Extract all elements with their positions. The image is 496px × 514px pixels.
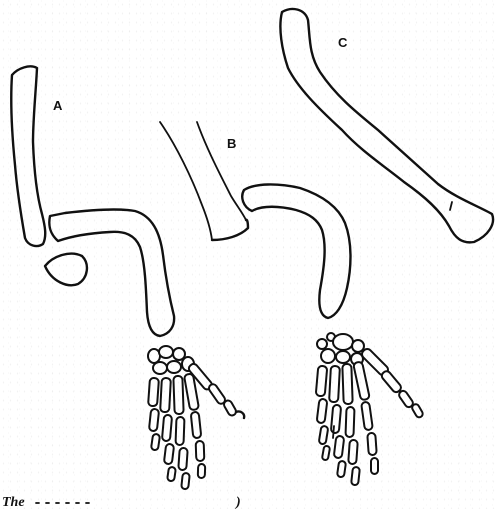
specimen-b-curved-bone bbox=[242, 184, 350, 318]
specimen-a-upper-bone bbox=[11, 66, 45, 246]
phalanx-bone bbox=[342, 364, 352, 404]
phalanx-bone bbox=[334, 436, 345, 459]
carpal-bone bbox=[159, 346, 173, 358]
phalanx-bone bbox=[198, 464, 205, 478]
phalanx-bone bbox=[181, 473, 190, 490]
carpal-bone bbox=[167, 361, 181, 373]
hand-left-digit-1 bbox=[148, 378, 160, 451]
phalanx-bone bbox=[149, 409, 159, 432]
phalanx-bone bbox=[148, 378, 159, 407]
phalanx-bone bbox=[351, 467, 360, 486]
specimen-c-tick-mark bbox=[450, 202, 452, 210]
caption-area: The ) bbox=[2, 495, 241, 509]
carpal-bone bbox=[153, 362, 167, 374]
carpal-bone bbox=[333, 334, 353, 350]
specimen-b-distal-end bbox=[212, 220, 248, 240]
phalanx-bone bbox=[380, 370, 402, 394]
phalanx-bone bbox=[176, 417, 185, 445]
phalanx-bone bbox=[162, 415, 172, 442]
hand-skeleton-right bbox=[316, 333, 424, 485]
phalanx-bone bbox=[353, 361, 370, 400]
phalanx-bone bbox=[178, 448, 188, 471]
carpal-bone bbox=[352, 340, 364, 352]
phalanx-bone bbox=[345, 407, 354, 437]
caption-end-mark: ) bbox=[234, 495, 241, 509]
phalanx-bone bbox=[331, 405, 341, 434]
phalanx-bone bbox=[361, 402, 373, 431]
phalanx-bone bbox=[411, 403, 424, 419]
phalanx-bone bbox=[207, 383, 226, 406]
specimen-a-forearm-bone bbox=[49, 210, 174, 336]
phalanx-bone bbox=[196, 441, 205, 461]
phalanx-bone bbox=[151, 434, 160, 451]
phalanx-bone bbox=[348, 440, 358, 464]
phalanx-bone bbox=[337, 461, 346, 478]
caption-fragment: The bbox=[2, 495, 25, 509]
hand-skeleton-left bbox=[148, 346, 244, 489]
carpal-bone bbox=[321, 349, 335, 363]
specimen-b-shaft-right-edge bbox=[197, 122, 246, 220]
label-c: C bbox=[338, 35, 348, 50]
phalanx-bone bbox=[367, 433, 377, 456]
phalanx-bone bbox=[167, 467, 176, 482]
phalanx-bone bbox=[191, 412, 202, 439]
hand-right-digit-1 bbox=[316, 366, 330, 461]
phalanx-bone bbox=[329, 366, 340, 402]
carpal-bone bbox=[336, 351, 350, 363]
phalanx-bone bbox=[173, 376, 183, 414]
phalanx-bone bbox=[319, 426, 329, 445]
specimen-a-fragment bbox=[45, 254, 87, 286]
specimen-a: A bbox=[11, 66, 174, 336]
label-a: A bbox=[53, 98, 63, 113]
phalanx-bone bbox=[317, 399, 328, 424]
hand-left-carpals bbox=[148, 346, 194, 374]
hand-right-shadow-mark bbox=[333, 426, 334, 438]
carpal-bone bbox=[317, 339, 327, 349]
specimen-c: C bbox=[280, 9, 493, 242]
phalanx-bone bbox=[160, 378, 171, 412]
phalanx-bone bbox=[371, 458, 378, 474]
specimen-b: B bbox=[160, 122, 351, 318]
label-b: B bbox=[227, 136, 236, 151]
phalanx-bone bbox=[164, 444, 174, 465]
phalanx-bone bbox=[223, 399, 238, 417]
phalanx-tip bbox=[236, 411, 244, 418]
phalanx-bone bbox=[316, 366, 328, 397]
hand-right-carpals bbox=[317, 333, 364, 365]
specimen-c-long-bone bbox=[280, 9, 493, 242]
phalanx-bone bbox=[322, 446, 330, 461]
